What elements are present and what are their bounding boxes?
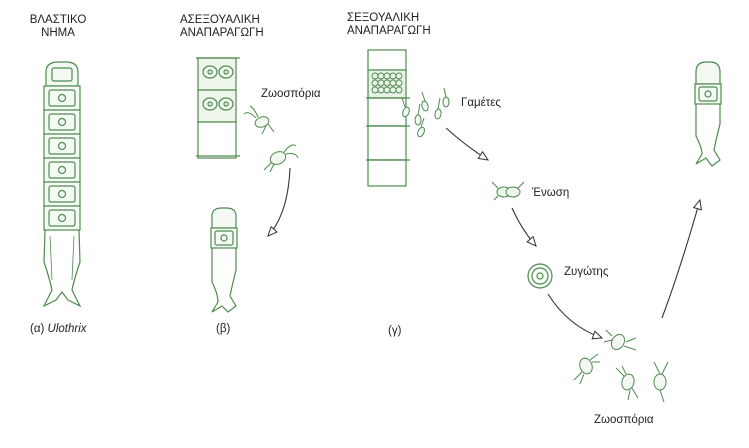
- zoospores-to-germling-arrow: [661, 198, 702, 319]
- fusion-label: Ένωση: [532, 187, 570, 199]
- vegetative-filament: [42, 61, 82, 308]
- zoospores-asexual: [243, 105, 299, 173]
- asexual-filament: [196, 57, 240, 159]
- zoospores-sexual: [573, 329, 669, 403]
- gametes-label: Γαμέτες: [461, 97, 501, 109]
- gametes-group: [401, 87, 450, 138]
- asexual-heading-line2: ΑΝΑΠΑΡΑΓΩΓΗ: [180, 27, 264, 39]
- sexual-filament: [366, 49, 410, 187]
- filament-heading-line2: ΝΗΜΑ: [41, 27, 75, 39]
- caption-c: (γ): [388, 325, 402, 337]
- filament-heading: ΒΛΑΣΤΙΚΟ ΝΗΜΑ: [18, 14, 98, 40]
- sexual-heading-line2: ΑΝΑΠΑΡΑΓΩΓΗ: [347, 25, 431, 37]
- asexual-heading: ΑΣΕΞΟΥΑΛΙΚΗ ΑΝΑΠΑΡΑΓΩΓΗ: [180, 14, 264, 40]
- sexual-heading-line1: ΣΕΞΟΥΑΛΙΚΗ: [347, 12, 420, 24]
- caption-a-genus: Ulothrix: [47, 323, 87, 335]
- zygote-to-zoospores-arrow: [547, 293, 604, 340]
- zygote-label: Ζυγώτης: [564, 266, 609, 278]
- sexual-germling: [694, 61, 722, 167]
- fusion-cell: [491, 181, 525, 201]
- zoospores-top-label: Ζωοσπόρια: [261, 88, 321, 100]
- fusion-to-zygote-arrow: [511, 207, 537, 247]
- caption-a: (α) Ulothrix: [30, 323, 87, 336]
- zygote-cell: [527, 263, 553, 289]
- filament-heading-line1: ΒΛΑΣΤΙΚΟ: [29, 14, 87, 26]
- gametes-to-fusion-arrow: [445, 127, 490, 161]
- asexual-germling: [210, 207, 238, 313]
- asexual-heading-line1: ΑΣΕΞΟΥΑΛΙΚΗ: [180, 14, 260, 26]
- caption-a-prefix: (α): [30, 323, 48, 335]
- zoospores-bottom-label: Ζωοσπόρια: [594, 414, 654, 426]
- asexual-arrow: [267, 167, 291, 237]
- caption-b: (β): [216, 323, 231, 335]
- sexual-heading: ΣΕΞΟΥΑΛΙΚΗ ΑΝΑΠΑΡΑΓΩΓΗ: [347, 12, 431, 38]
